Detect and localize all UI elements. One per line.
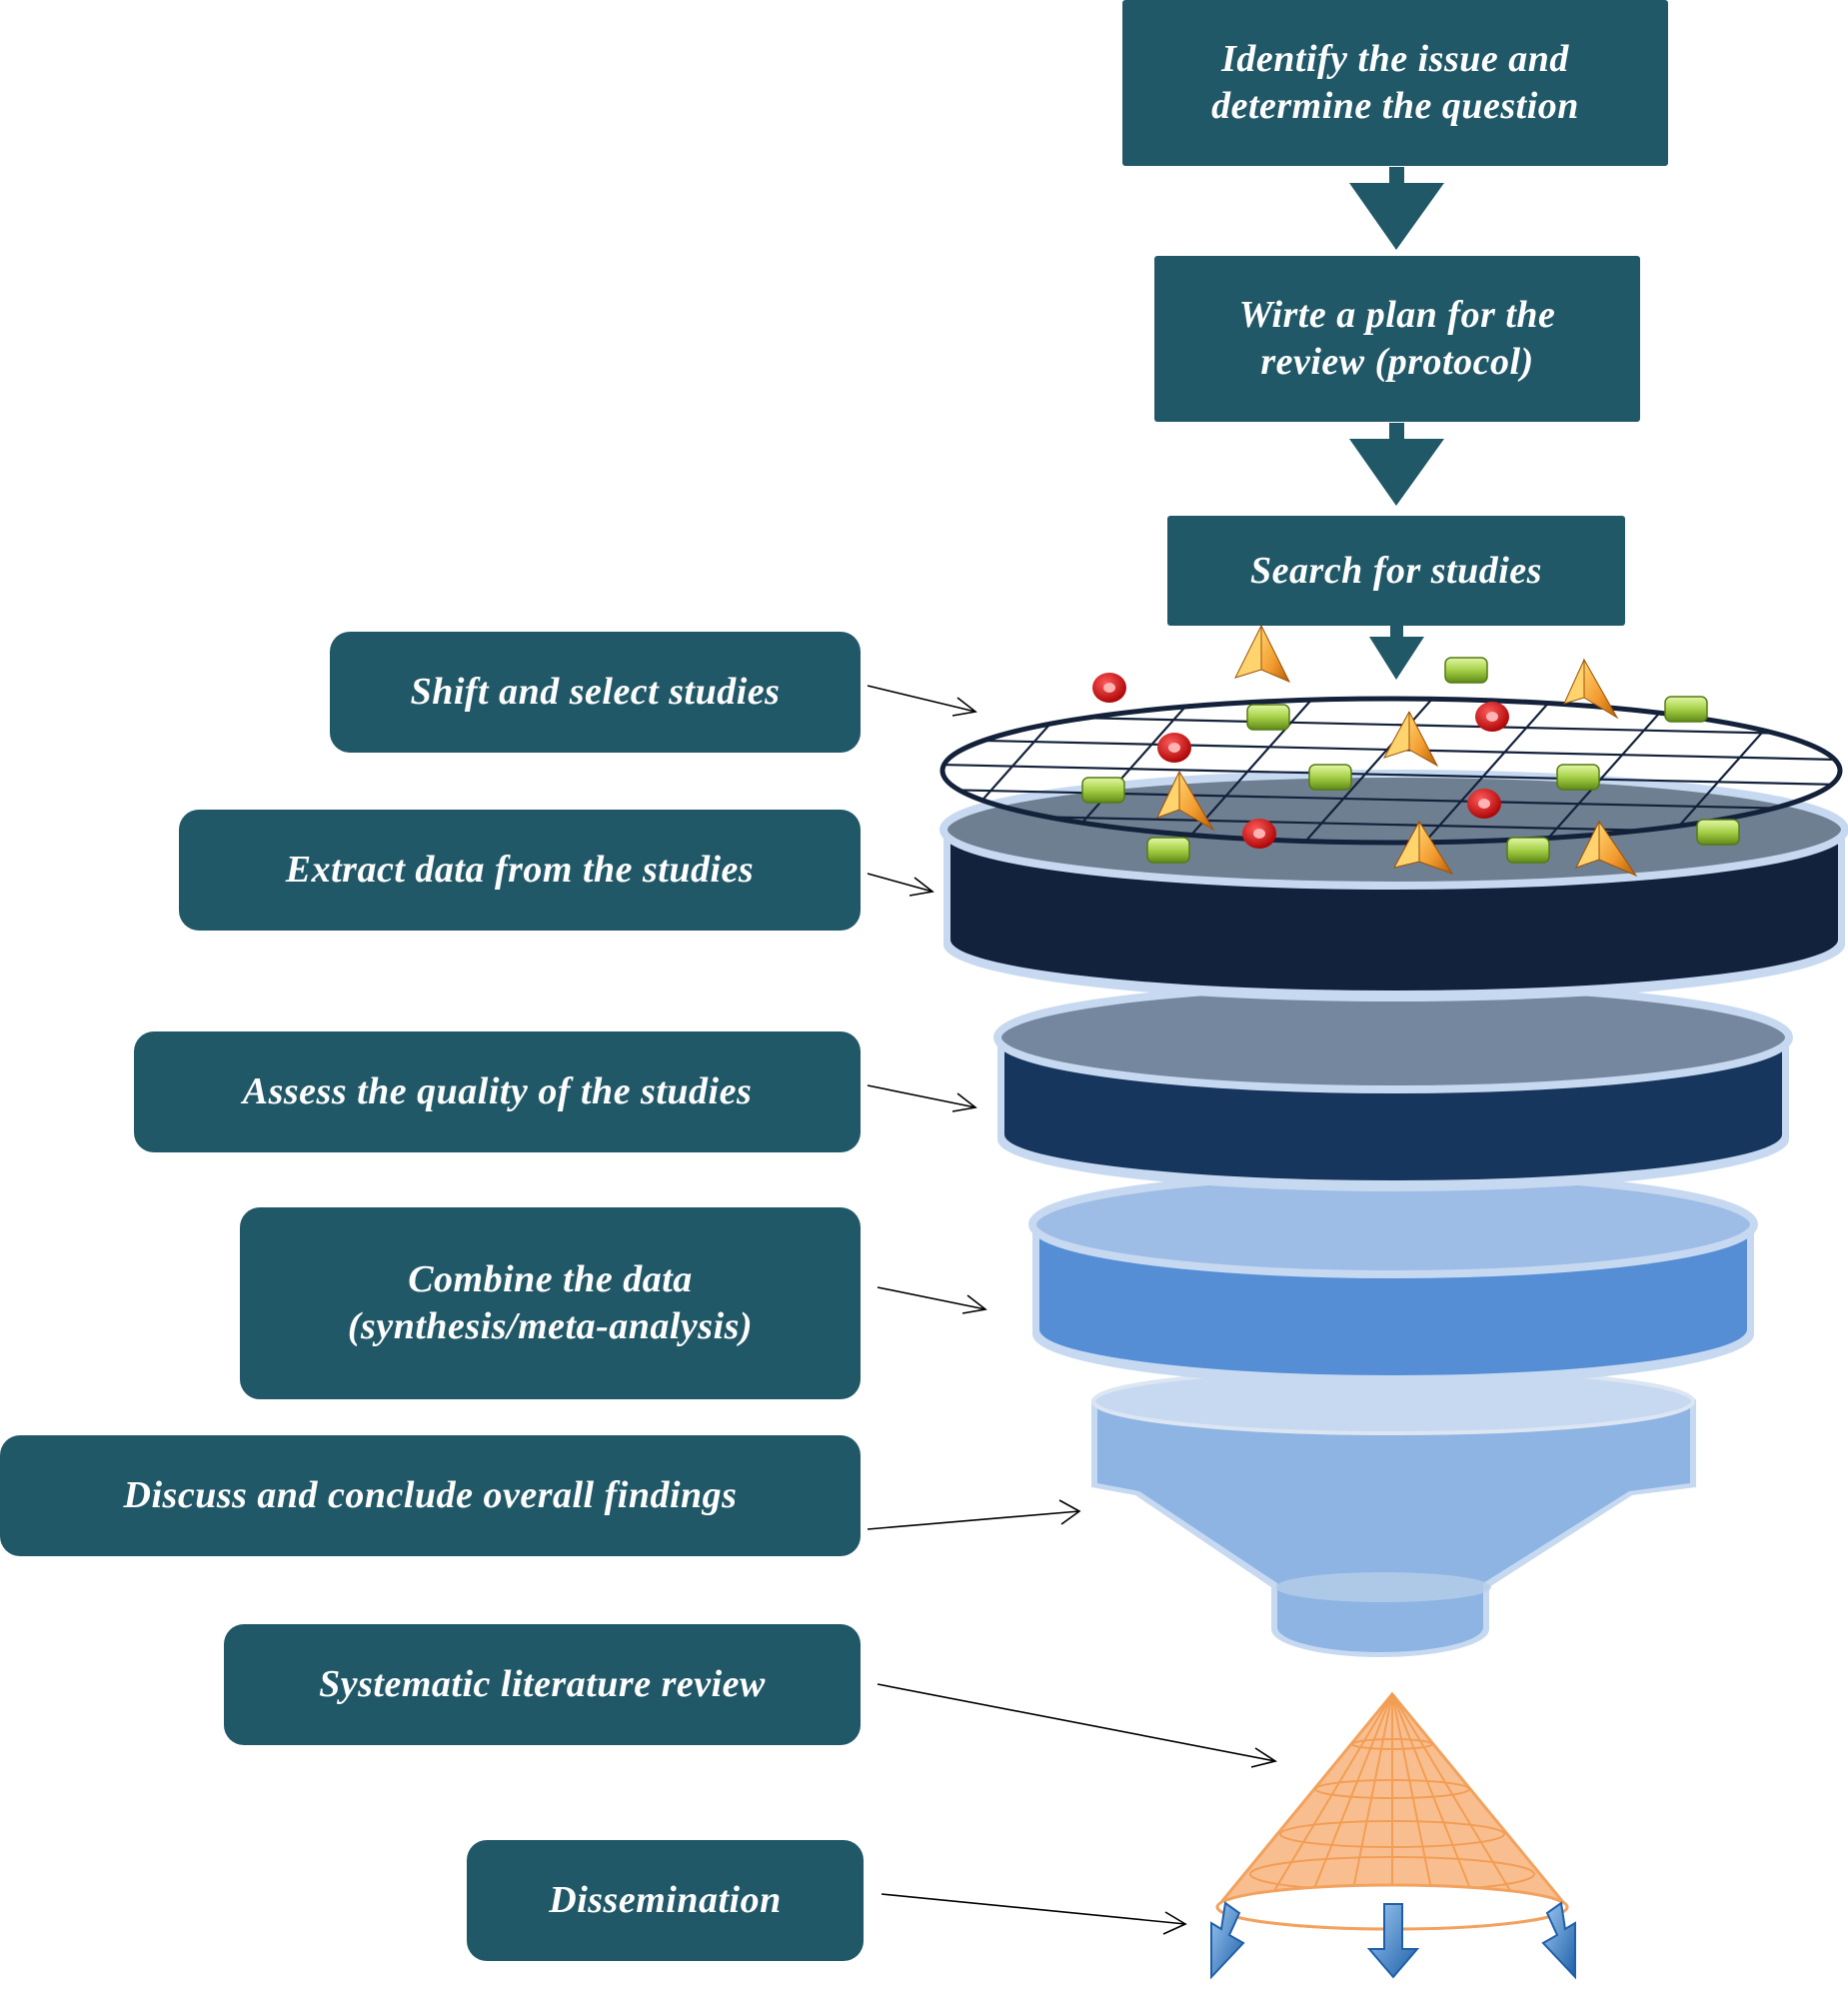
funnel-layer-4: [1091, 1367, 1696, 1657]
review-cone: [1215, 1691, 1569, 1931]
pointer-combine: [877, 1286, 986, 1310]
flow-arrow-head-2: [1349, 439, 1444, 506]
flow-arrow-shaft-2: [1389, 423, 1404, 439]
step-write-plan: Wirte a plan for the review (protocol): [1154, 256, 1640, 422]
pointer-discuss: [867, 1510, 1080, 1530]
pointer-slr-head: [1250, 1747, 1277, 1768]
pointer-shift-head: [951, 697, 977, 717]
pointer-extract: [867, 873, 933, 893]
label-slr-text: Systematic literature review: [319, 1663, 766, 1705]
step-plan-line-2: review (protocol): [1260, 341, 1534, 383]
green-block-particle: [1081, 657, 1740, 864]
dissemination-arrow-left: [1210, 1901, 1245, 1980]
flow-arrow-shaft-3: [1390, 625, 1403, 637]
label-shift-text: Shift and select studies: [410, 671, 781, 713]
pointer-shift: [867, 685, 976, 713]
label-combine-data: Combine the data (synthesis/meta-analysi…: [240, 1207, 861, 1399]
flow-arrows: [1349, 167, 1444, 680]
pointer-extract-head: [909, 877, 934, 897]
label-combine-line-2: (synthesis/meta-analysis): [347, 1305, 754, 1347]
dissemination-arrow-right: [1541, 1901, 1576, 1980]
step-identify-line-2: determine the question: [1211, 85, 1579, 127]
label-dissemination: Dissemination: [467, 1840, 864, 1961]
label-assess-quality: Assess the quality of the studies: [134, 1031, 861, 1152]
flow-arrow-head-1: [1349, 183, 1444, 250]
pointer-assess: [867, 1084, 976, 1108]
step-identify-issue: Identify the issue and determine the que…: [1122, 0, 1668, 166]
step-plan-line-1: Wirte a plan for the: [1238, 294, 1556, 336]
study-particles: [1081, 625, 1740, 878]
label-assess-text: Assess the quality of the studies: [242, 1070, 753, 1112]
pointer-assess-head: [951, 1092, 977, 1112]
label-extract-text: Extract data from the studies: [285, 849, 755, 891]
label-discuss-findings: Discuss and conclude overall findings: [0, 1435, 861, 1556]
flow-arrow-shaft-1: [1389, 167, 1404, 183]
orange-pyramid-particle: [1156, 625, 1638, 878]
funnel-layer-2: [993, 982, 1793, 1191]
funnel-layer-3: [1028, 1170, 1758, 1386]
dissemination-arrows: [1210, 1901, 1576, 1980]
pointer-lines: [867, 685, 1277, 1935]
label-extract-data: Extract data from the studies: [179, 810, 861, 931]
label-shift-select: Shift and select studies: [330, 632, 861, 753]
red-ring-particle: [1092, 673, 1509, 849]
label-systematic-review: Systematic literature review: [224, 1624, 861, 1745]
pointer-dissemination-head: [1162, 1911, 1187, 1935]
pointer-combine-head: [961, 1294, 987, 1314]
step-search-label: Search for studies: [1250, 549, 1542, 592]
pointer-dissemination: [881, 1893, 1186, 1925]
pointer-slr: [877, 1683, 1276, 1762]
label-combine-line-1: Combine the data: [408, 1258, 693, 1300]
step-identify-line-1: Identify the issue and: [1221, 38, 1569, 80]
dissemination-arrow-center: [1366, 1903, 1420, 1979]
label-dissemination-text: Dissemination: [549, 1879, 782, 1921]
step-search-studies: Search for studies: [1167, 516, 1625, 626]
flow-arrow-head-3: [1369, 637, 1424, 680]
label-discuss-text: Discuss and conclude overall findings: [123, 1474, 738, 1516]
pointer-discuss-head: [1058, 1499, 1081, 1525]
